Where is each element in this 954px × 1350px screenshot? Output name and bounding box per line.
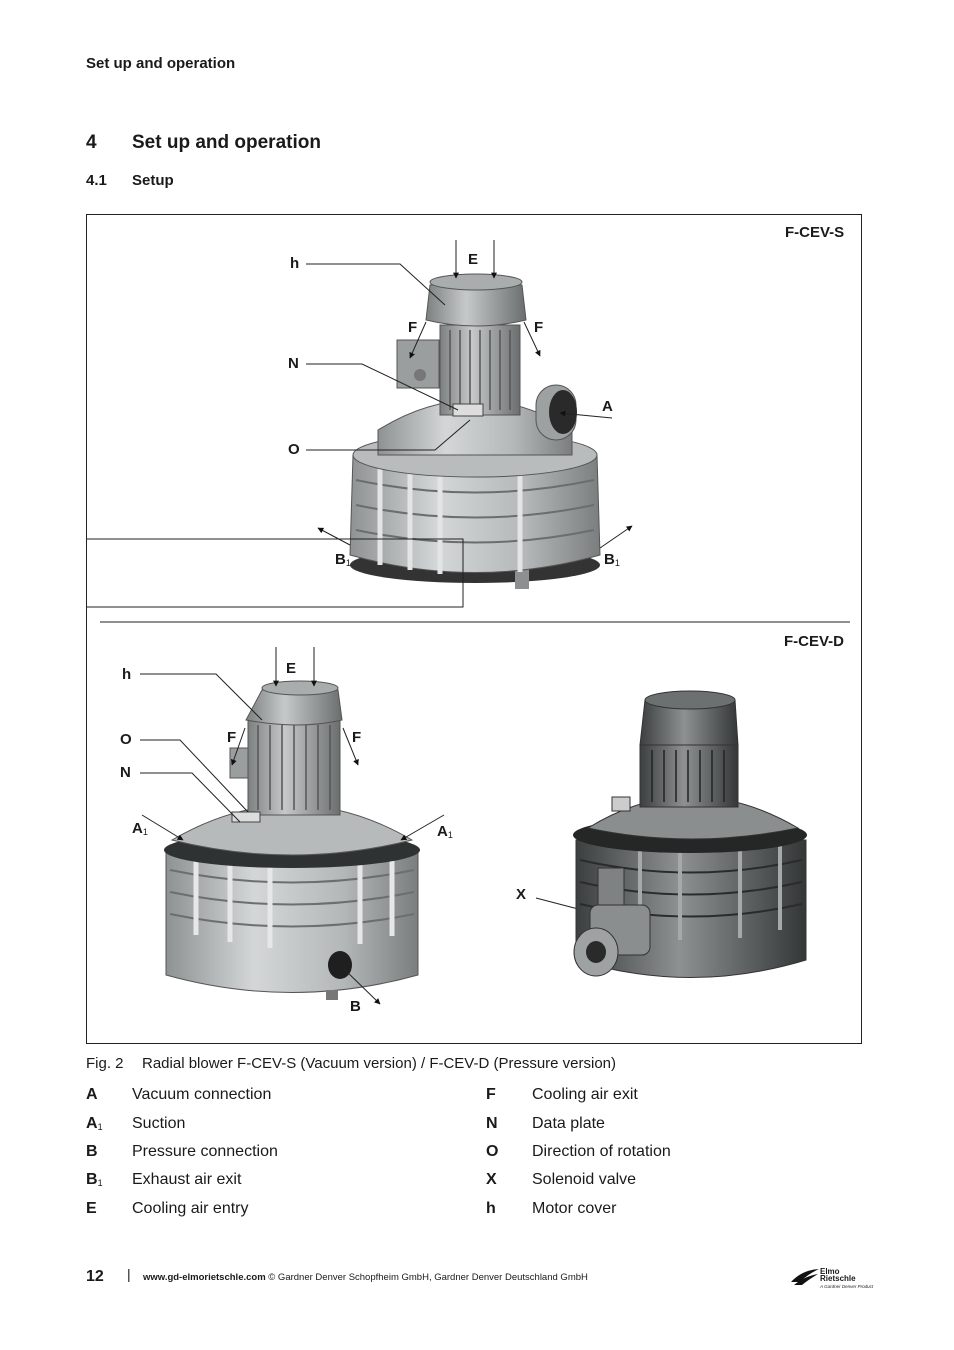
legend-text: Exhaust air exit	[132, 1171, 242, 1188]
logo-line1: Elmo	[820, 1267, 840, 1276]
legend-text: Suction	[132, 1115, 186, 1132]
callout-s-a: A	[602, 398, 613, 415]
legend-text: Cooling air exit	[532, 1086, 638, 1103]
legend-text: Pressure connection	[132, 1143, 278, 1160]
callout-letter: B	[335, 551, 346, 568]
legend-item: h Motor cover	[486, 1200, 616, 1218]
legend-item: E Cooling air entry	[86, 1200, 249, 1218]
legend-item: A1 Suction	[86, 1115, 185, 1133]
callout-s-h: h	[290, 255, 300, 272]
legend-text: Direction of rotation	[532, 1143, 671, 1160]
legend-key: O	[486, 1143, 499, 1160]
legend-item: N Data plate	[486, 1115, 605, 1133]
legend-key: h	[486, 1200, 496, 1217]
subsection-title: Setup	[132, 172, 174, 189]
callout-d-o: O	[120, 731, 132, 748]
running-header: Set up and operation	[86, 55, 236, 72]
callout-s-n: N	[288, 355, 299, 372]
subsection-heading: 4.1 Setup	[86, 172, 174, 189]
callout-s-o: O	[288, 441, 300, 458]
callout-letter: B	[604, 551, 615, 568]
elmo-rietschle-logo: Elmo Rietschle A Gardner Denver Product	[790, 1266, 873, 1293]
callout-d-f-left: F	[227, 729, 237, 746]
callout-s-b1-left: B1	[335, 551, 351, 568]
callout-d-a1-left: A1	[132, 820, 148, 837]
legend-key: A1	[86, 1115, 103, 1132]
footer-separator: |	[127, 1266, 131, 1282]
legend-text: Vacuum connection	[132, 1086, 272, 1103]
legend-item: B Pressure connection	[86, 1143, 278, 1161]
figure-label-f-cev-s: F-CEV-S	[785, 224, 845, 241]
blower-f-cev-s-image	[349, 273, 601, 589]
figure-caption-text: Radial blower F-CEV-S (Vacuum version) /…	[142, 1055, 617, 1072]
callout-d-a1-right: A1	[437, 823, 453, 840]
legend-item: X Solenoid valve	[486, 1171, 636, 1189]
legend-text: Solenoid valve	[532, 1171, 637, 1188]
logo-line2: Rietschle	[820, 1274, 856, 1283]
logo-tagline: A Gardner Denver Product	[820, 1284, 874, 1289]
page-number: 12	[86, 1268, 104, 1285]
figure-label-f-cev-d: F-CEV-D	[784, 633, 844, 650]
figure-caption: Fig. 2 Radial blower F-CEV-S (Vacuum vers…	[86, 1055, 616, 1072]
callout-subscript: 1	[345, 558, 351, 568]
legend-key: B	[86, 1143, 98, 1160]
figure-frame	[86, 214, 862, 1044]
footer-url[interactable]: www.gd-elmorietschle.com	[143, 1272, 266, 1283]
callout-s-e: E	[468, 251, 479, 268]
legend-item: B1 Exhaust air exit	[86, 1171, 241, 1189]
callout-letter: A	[132, 820, 143, 837]
subsection-number: 4.1	[86, 172, 107, 189]
callout-s-f-right: F	[534, 319, 544, 336]
legend-text: Cooling air entry	[132, 1200, 249, 1217]
section-heading: 4 Set up and operation	[86, 132, 321, 154]
legend-item: O Direction of rotation	[486, 1143, 671, 1161]
legend-item: F Cooling air exit	[486, 1086, 638, 1104]
callout-subscript: 1	[142, 827, 148, 837]
blower-f-cev-d-solenoid-image	[573, 690, 807, 978]
section-number: 4	[86, 132, 97, 153]
callout-d-n: N	[120, 764, 131, 781]
legend-text: Data plate	[532, 1115, 605, 1132]
legend-key: N	[486, 1115, 498, 1132]
legend-key: A	[86, 1086, 98, 1103]
callout-s-f-left: F	[408, 319, 418, 336]
callout-d-b: B	[350, 998, 361, 1015]
callout-d-h: h	[122, 666, 132, 683]
callout-d-f-right: F	[352, 729, 362, 746]
legend-key: B1	[86, 1171, 103, 1188]
callout-letter: A	[437, 823, 448, 840]
callout-d-e: E	[286, 660, 297, 677]
callout-d-x: X	[516, 886, 527, 903]
callout-s-b1-right: B1	[604, 551, 620, 568]
legend-key: E	[86, 1200, 97, 1217]
f-cev-s-leaders	[86, 240, 850, 623]
figure-number: Fig. 2	[86, 1055, 124, 1072]
f-cev-d-leaders	[140, 647, 583, 1005]
logo-swoosh-icon	[791, 1269, 819, 1285]
legend-text: Motor cover	[532, 1200, 617, 1217]
section-title: Set up and operation	[132, 132, 321, 153]
legend-item: A Vacuum connection	[86, 1086, 271, 1104]
footer-text: www.gd-elmorietschle.com © Gardner Denve…	[143, 1272, 588, 1283]
footer-copyright: © Gardner Denver Schopfheim GmbH, Gardne…	[268, 1272, 588, 1283]
callout-subscript: 1	[614, 558, 620, 568]
blower-f-cev-d-image	[164, 680, 420, 1000]
legend-key: X	[486, 1171, 497, 1188]
legend-key: F	[486, 1086, 496, 1103]
callout-subscript: 1	[447, 830, 453, 840]
